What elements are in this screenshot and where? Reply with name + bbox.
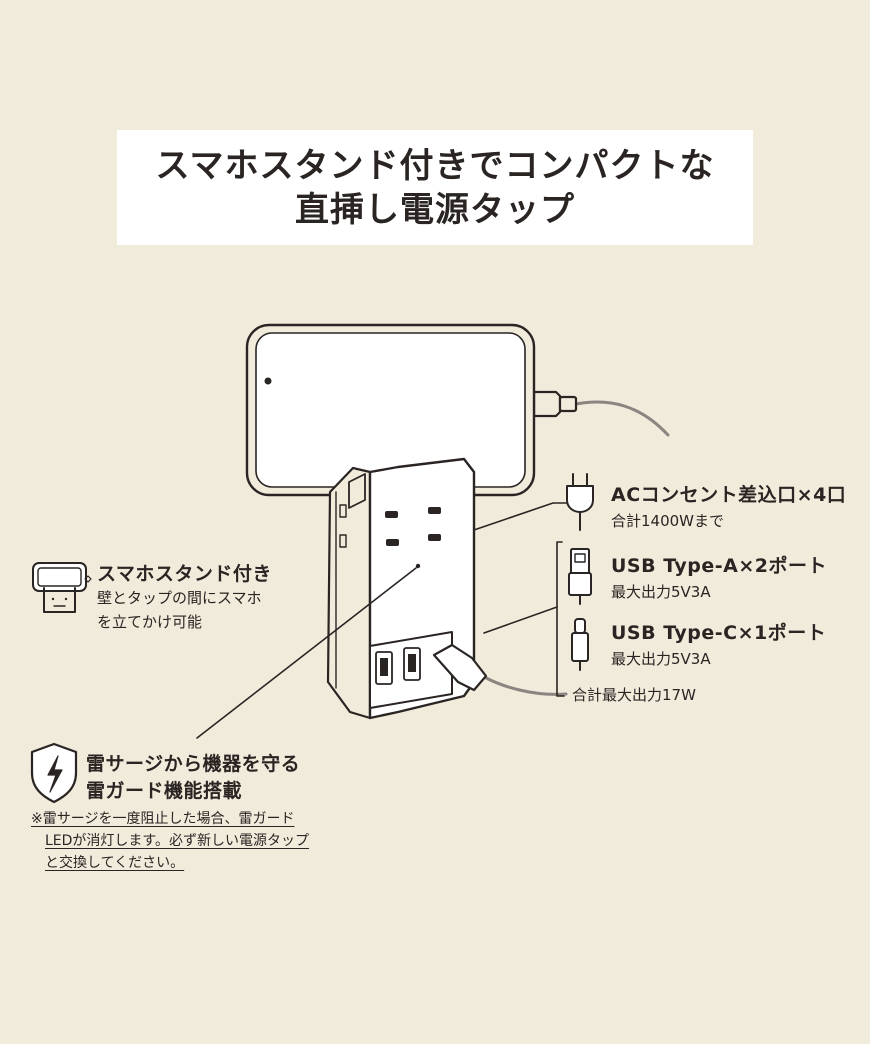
usb-c-heading: USB Type-C×1ポート	[611, 622, 827, 644]
phone-camera	[264, 377, 272, 385]
phone-stand-detail-1: 壁とタップの間にスマホ	[97, 589, 262, 607]
ac-outlet-heading: ACコンセント差込口×4口	[611, 484, 847, 506]
usb-c-icon	[571, 618, 589, 671]
usb-c-cable	[468, 666, 568, 696]
leader-surge	[196, 567, 417, 739]
surge-note-3: と交換してください。	[45, 855, 185, 871]
smartphone	[245, 323, 536, 497]
ac-plug-icon	[566, 473, 594, 531]
leader-ac	[473, 502, 568, 531]
usb-c-detail: 最大出力5V3A	[611, 650, 711, 668]
leader-usb	[483, 606, 558, 634]
surge-note-2: LEDが消灯します。必ず新しい電源タップ	[45, 833, 310, 849]
title-box: スマホスタンド付きでコンパクトな 直挿し電源タップ	[117, 130, 753, 245]
surge-heading-2: 雷ガード機能搭載	[86, 780, 243, 802]
ac-outlet-detail: 合計1400Wまで	[611, 512, 725, 530]
usb-a-heading: USB Type-A×2ポート	[611, 555, 828, 577]
phone-cable	[574, 400, 670, 437]
phone-stand-detail-2: を立てかけ可能	[97, 613, 203, 631]
surge-note-1: ※雷サージを一度阻止した場合、雷ガード	[31, 811, 295, 827]
usb-a-ports	[375, 647, 421, 685]
usb-a-detail: 最大出力5V3A	[611, 583, 711, 601]
phone-stand-icon	[32, 562, 92, 613]
usb-c-plug	[432, 643, 488, 692]
power-strip	[326, 457, 476, 720]
surge-heading-1: 雷サージから機器を守る	[86, 753, 301, 775]
usb-a-icon	[568, 548, 592, 605]
lightning-shield-icon	[30, 742, 78, 804]
usb-bracket	[556, 541, 565, 697]
page-title-line-2: 直挿し電源タップ	[295, 189, 575, 230]
usb-total-output: 合計最大出力17W	[572, 686, 696, 704]
page-title-line-1: スマホスタンド付きでコンパクトな	[155, 145, 715, 186]
surge-led	[415, 563, 421, 569]
phone-stand-heading: スマホスタンド付き	[97, 563, 272, 585]
phone-cable-connector	[532, 390, 578, 418]
ac-outlets	[385, 507, 441, 546]
